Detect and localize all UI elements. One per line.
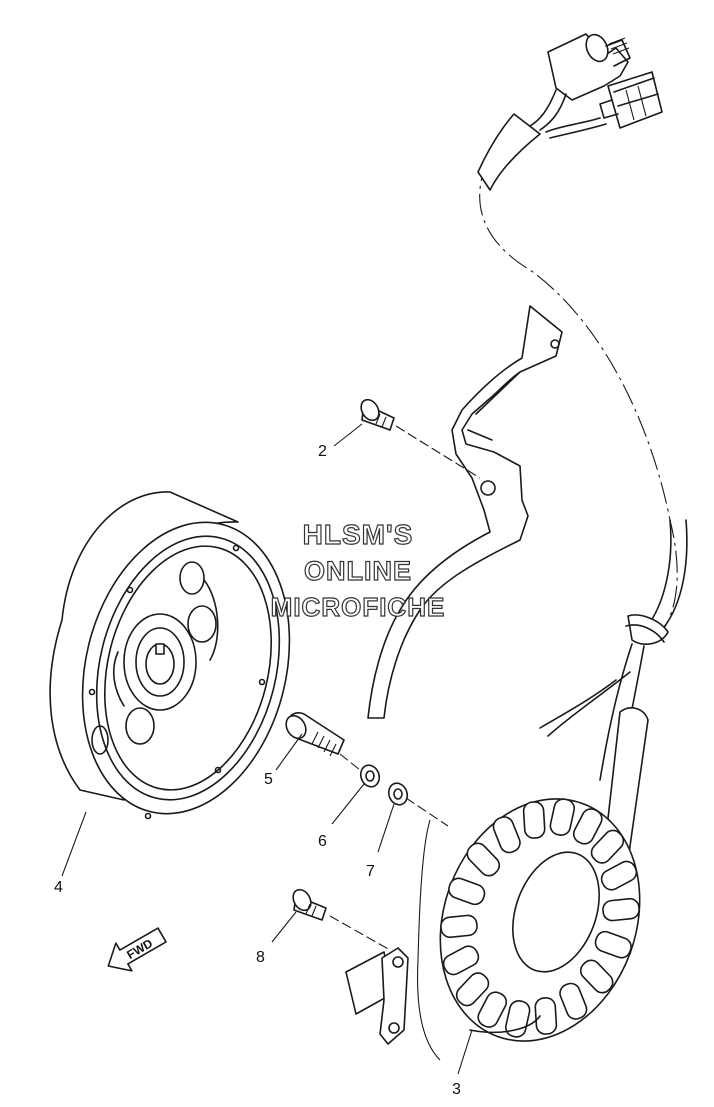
callout-5: 5	[264, 771, 273, 788]
stator-pole	[590, 829, 625, 864]
screw-8	[292, 888, 327, 921]
washer-6	[359, 764, 381, 788]
stator-pole	[559, 982, 588, 1020]
callout-4: 4	[54, 879, 63, 896]
watermark-line3: MICROFICHE	[271, 592, 446, 622]
fwd-arrow-icon: FWD	[107, 927, 167, 972]
stator-pole	[448, 877, 486, 906]
stator-pole	[522, 801, 546, 839]
bracket-plate	[367, 305, 563, 719]
stator-pole	[477, 991, 508, 1028]
watermark-line1: HLSM'S	[303, 519, 414, 550]
stator-pole	[594, 930, 632, 959]
washer-7	[387, 782, 409, 806]
watermark: HLSM'S ONLINE MICROFICHE	[270, 518, 446, 622]
callout-6: 6	[318, 833, 327, 850]
stator-pole	[466, 842, 501, 877]
leader-lines	[61, 423, 481, 1075]
watermark-line2: ONLINE	[304, 556, 412, 586]
stator-pole	[442, 945, 480, 976]
square-connector	[599, 71, 663, 129]
screw-2	[360, 398, 395, 431]
callout-7: 7	[366, 863, 375, 880]
flywheel-rotor	[49, 491, 291, 820]
stator-pole	[602, 897, 640, 922]
stator-pole	[549, 798, 576, 836]
stator-pole	[492, 816, 521, 854]
callout-3: 3	[452, 1081, 461, 1098]
stator-pole	[572, 808, 603, 845]
callout-2: 2	[318, 443, 327, 460]
callout-numbers: 2 3 4 5 6 7 8	[54, 443, 461, 1098]
pickup-coil	[345, 947, 409, 1045]
stator-pole	[600, 860, 638, 891]
callout-8: 8	[256, 949, 265, 966]
stator	[417, 798, 641, 1061]
stator-pole	[534, 997, 558, 1035]
stator-pole	[440, 914, 478, 939]
bolt-5	[285, 712, 345, 757]
round-connector	[547, 33, 631, 101]
grommet	[625, 614, 669, 645]
stator-pole	[455, 972, 490, 1007]
wire-harness	[477, 33, 688, 951]
stator-poles	[440, 798, 640, 1038]
stator-pole	[579, 959, 614, 994]
